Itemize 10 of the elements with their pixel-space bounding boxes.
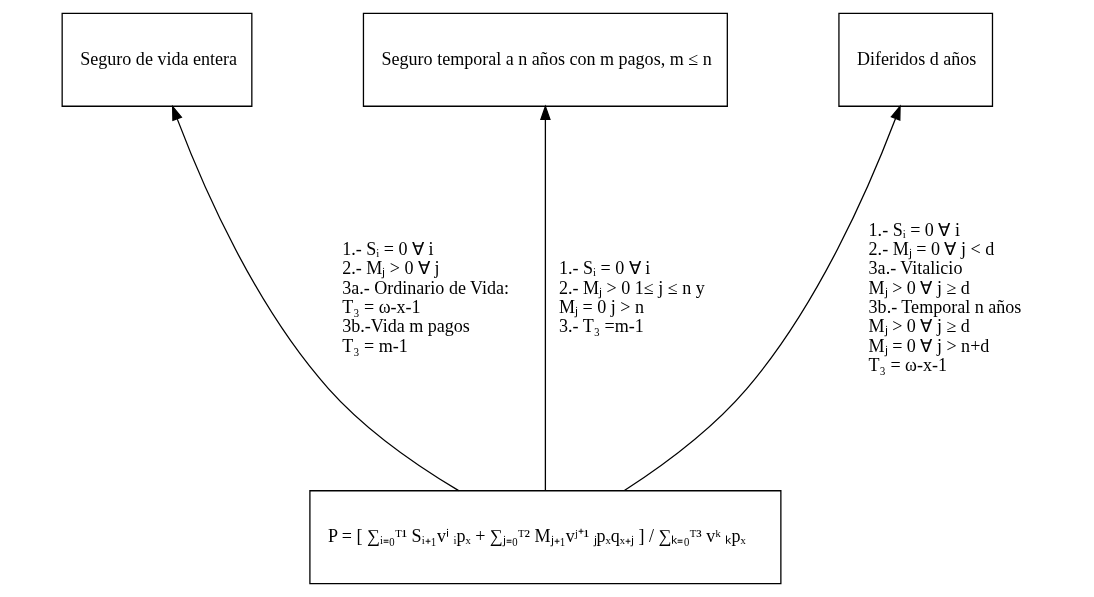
arrow — [171, 104, 460, 492]
node-box: Diferidos d años — [838, 12, 994, 107]
arrow — [623, 104, 901, 492]
node-box: Seguro temporal a n años con m pagos, m ≤ n — [362, 12, 728, 107]
node-box: Seguro de vida entera — [61, 12, 253, 107]
arrow — [539, 104, 551, 492]
edge-label: 1.- Sᵢ = 0 ∀ i 2.- Mⱼ > 0 1≤ j ≤ n y Mⱼ = 0 j > n 3.- T₃ =m-1 — [558, 258, 705, 337]
edge-label: 1.- Sᵢ = 0 ∀ i 2.- Mⱼ > 0 ∀ j 3a.- Ordinario de Vida: T₃ = ω-x-1 3b.-Vida m pagos T₃ = m-1 — [342, 238, 510, 356]
edge-label: 1.- Sᵢ = 0 ∀ i 2.- Mⱼ = 0 ∀ j < d 3a.- Vitalicio Mⱼ > 0 ∀ j ≥ d 3b.- Temporal n años Mⱼ > 0 ∀ j ≥ d Mⱼ = 0 ∀ j > n+d T₃ = ω-x-1 — [868, 219, 1022, 376]
node-box: P = [ ∑ᵢ₌₀ᵀ¹ Sᵢ₊₁vⁱ ᵢpₓ + ∑ⱼ₌₀ᵀ² Mⱼ₊₁vʲ⁺¹ ⱼpₓqₓ₊ⱼ ] / ∑ₖ₌₀ᵀ³ vᵏ ₖpₓ — [309, 490, 782, 585]
